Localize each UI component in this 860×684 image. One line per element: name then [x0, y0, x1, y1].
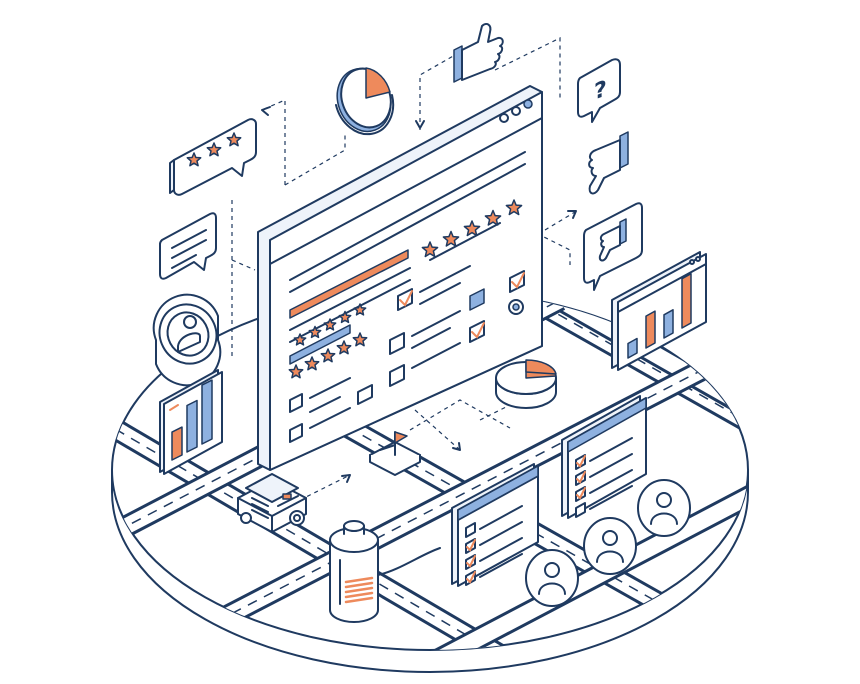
check-mark: [576, 471, 586, 484]
robot-vehicle-icon: [237, 473, 307, 533]
star-icon: [505, 199, 523, 216]
star-icon: [308, 325, 322, 339]
text-line: [589, 485, 633, 510]
check-mark: [466, 555, 476, 568]
star-rating-row: [293, 303, 367, 346]
question-mark-icon: ?: [577, 58, 621, 123]
pie-chart-icon: [495, 359, 557, 409]
pie-chart-icon: [335, 67, 395, 136]
main-review-window: [257, 85, 543, 471]
checkbox-list: [289, 377, 373, 443]
chart-bar: [681, 272, 692, 329]
thumbs-down-icon: [588, 131, 629, 195]
star-icon: [336, 340, 352, 355]
checkbox-list: [389, 265, 471, 387]
chart-bar: [645, 310, 656, 349]
star-icon: [288, 364, 304, 379]
checkbox-icon: [465, 522, 476, 538]
battery-level-segment: [344, 576, 374, 584]
chart-bar: [186, 399, 198, 453]
chart-bar: [171, 426, 183, 461]
chart-bar: [663, 309, 674, 339]
text-line: [479, 537, 523, 562]
star-icon: [323, 318, 337, 331]
speech-bubble-icon: [159, 212, 217, 280]
star-icon: [320, 348, 336, 363]
check-mark: [466, 539, 476, 552]
check-mark: [466, 571, 476, 584]
star-icon: [442, 230, 460, 247]
checkbox-list: [429, 222, 525, 343]
text-line: [479, 505, 523, 530]
svg-text:?: ?: [594, 76, 607, 106]
star-icon: [293, 333, 307, 346]
text-line: [589, 437, 633, 462]
star-rating-row: [288, 332, 368, 379]
user-group: [525, 479, 691, 607]
text-line: [479, 553, 523, 578]
survey-card: [561, 395, 647, 519]
star-icon: [206, 142, 222, 157]
star-icon: [304, 356, 320, 371]
star-icon: [186, 152, 202, 167]
bar-chart-icon: [611, 251, 707, 371]
highlight-bar: [289, 249, 409, 319]
battery-level-segment: [344, 586, 374, 594]
star-icon: [352, 332, 368, 347]
battery-level-segment: [344, 591, 374, 599]
user-avatar-icon: [152, 293, 222, 387]
battery-icon: [329, 520, 441, 623]
text-line: [479, 521, 523, 546]
star-icon: [353, 303, 367, 316]
bar-chart-icon: [159, 369, 223, 475]
thumbs-down-icon: [583, 202, 643, 291]
chart-bar: [627, 337, 638, 359]
star-icon: [463, 220, 481, 237]
window-controls: [499, 99, 533, 123]
chart-bar: [201, 379, 213, 445]
survey-card: [451, 463, 539, 587]
star-icon: [421, 241, 439, 258]
star-rating-bubble-icon: [169, 118, 257, 196]
star-icon: [226, 132, 242, 147]
check-mark: [576, 455, 586, 468]
checkbox-icon: [575, 502, 586, 518]
text-line: [589, 469, 633, 494]
user-avatar-icon: [583, 517, 637, 575]
thumbs-up-icon: [453, 23, 504, 83]
check-mark: [576, 487, 586, 500]
flag-icon: [369, 431, 421, 476]
star-icon: [484, 209, 502, 226]
battery-level-segment: [344, 581, 374, 589]
star-icon: [338, 310, 352, 324]
selection-bar: [289, 324, 351, 365]
dashed-connectors: [231, 37, 577, 501]
user-avatar-icon: [637, 479, 691, 537]
star-rating-row: [421, 199, 523, 258]
battery-level-segment: [344, 596, 374, 604]
text-line: [589, 453, 633, 478]
user-avatar-icon: [525, 549, 579, 607]
